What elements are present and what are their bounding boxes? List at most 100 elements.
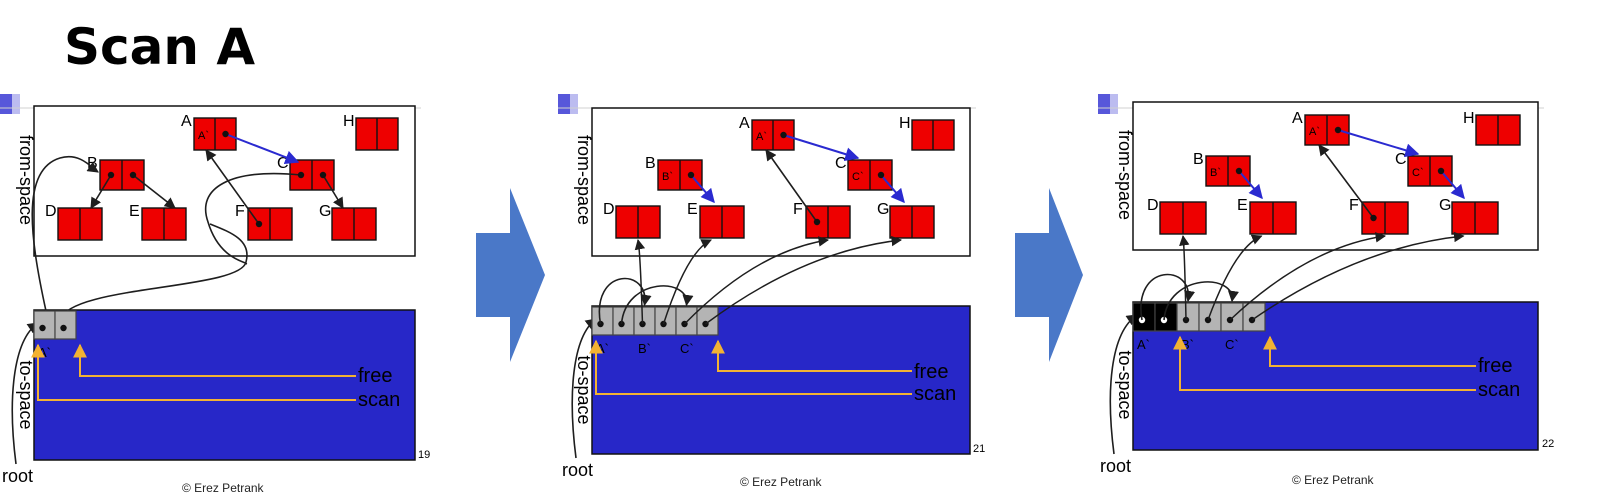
- object-letter: B: [645, 155, 656, 172]
- to-space-cell-label: A`: [1137, 337, 1150, 352]
- object-letter: F: [793, 201, 803, 218]
- object-letter: C: [1395, 151, 1407, 168]
- to-space-cell-label: B`: [1181, 337, 1194, 352]
- forwarding-label: A`: [198, 130, 209, 142]
- right-arrow-icon: [476, 188, 545, 362]
- object-a: A A`: [1292, 110, 1350, 146]
- object-letter: G: [319, 203, 331, 220]
- to-space-cells: A` B` C`: [1132, 302, 1266, 352]
- object-letter: F: [235, 203, 245, 220]
- to-space-region: [33, 309, 416, 461]
- root-pointer: [1109, 314, 1138, 455]
- object-g: G: [1439, 197, 1499, 235]
- page-number: 19: [418, 449, 430, 461]
- root-pointer: [571, 318, 597, 459]
- to-space-label: to-space: [1115, 350, 1135, 419]
- free-label: free: [1478, 355, 1512, 377]
- object-c: C C`: [835, 155, 893, 191]
- from-space-label: from-space: [16, 135, 36, 225]
- object-letter: E: [1237, 197, 1248, 214]
- object-letter: A: [1292, 110, 1303, 127]
- object-e: E: [129, 203, 187, 241]
- object-h: H: [899, 115, 955, 151]
- from-space-label: from-space: [574, 135, 594, 225]
- object-e: E: [687, 201, 745, 239]
- forwarding-label: A`: [1309, 126, 1320, 138]
- object-a: A A`: [739, 115, 795, 151]
- root-label: root: [2, 466, 33, 486]
- object-f: F: [1349, 197, 1409, 235]
- forwarding-label: C`: [1412, 167, 1424, 179]
- root-label: root: [562, 460, 593, 480]
- object-letter: F: [1349, 197, 1359, 214]
- to-space-cell-label: A`: [38, 345, 51, 360]
- object-letter: G: [1439, 197, 1451, 214]
- object-letter: H: [343, 113, 355, 130]
- to-space-cell-label: C`: [1225, 337, 1239, 352]
- forwarding-label: A`: [756, 131, 767, 143]
- object-letter: E: [687, 201, 698, 218]
- forwarding-label: C`: [852, 171, 864, 183]
- pointer-edges: [687, 131, 905, 226]
- to-space-cell-label: B`: [638, 341, 651, 356]
- object-letter: A: [181, 113, 192, 130]
- from-space-label: from-space: [1115, 130, 1135, 220]
- to-space-pointers: [598, 235, 903, 325]
- object-b: B B`: [645, 155, 703, 191]
- object-letter: C: [277, 155, 289, 172]
- object-d: D: [603, 201, 661, 239]
- object-letter: H: [899, 115, 911, 132]
- from-space-objects: A A` BB` C C` D E F G H: [1147, 110, 1521, 235]
- free-label: free: [914, 361, 948, 383]
- free-scan-pointers: [31, 343, 356, 401]
- object-letter: H: [1463, 110, 1475, 127]
- object-letter: D: [603, 201, 615, 218]
- to-space-pointers: [1140, 231, 1465, 321]
- to-space-label: to-space: [574, 355, 594, 424]
- scan-label: scan: [914, 383, 956, 405]
- to-space-cell-label: C`: [680, 341, 694, 356]
- to-space-cells: A` B` C`: [591, 306, 719, 356]
- to-space-object-1: A`: [1132, 302, 1178, 352]
- object-h: H: [343, 113, 399, 151]
- root-pointer: [11, 322, 39, 465]
- object-d: D: [1147, 197, 1207, 235]
- root-label: root: [1100, 456, 1131, 476]
- free-scan-pointers: [1173, 335, 1476, 391]
- object-f: F: [793, 201, 851, 239]
- to-space-object-2: B`: [633, 306, 677, 356]
- object-g: G: [319, 203, 377, 241]
- forwarding-label: B`: [662, 171, 673, 183]
- object-letter: G: [877, 201, 889, 218]
- object-e: E: [1237, 197, 1297, 235]
- to-space-object-1: A`: [591, 306, 635, 356]
- page-number: 22: [1542, 438, 1554, 450]
- object-letter: E: [129, 203, 140, 220]
- page-title: Scan A: [64, 18, 256, 76]
- page-number: 21: [973, 443, 985, 455]
- object-g: G: [877, 201, 935, 239]
- object-letter: A: [739, 115, 750, 132]
- to-space-label: to-space: [16, 360, 36, 429]
- object-letter: C: [835, 155, 847, 172]
- object-h: H: [1463, 110, 1521, 146]
- pointer-edges: [1235, 126, 1465, 222]
- from-space-objects: A A` B B` C C` D E F G H: [603, 115, 955, 239]
- pointer-edges: [31, 130, 344, 321]
- copyright: © Erez Petrank: [1292, 473, 1375, 487]
- free-label: free: [358, 365, 392, 387]
- to-space-cell-label: A`: [596, 341, 609, 356]
- object-letter: D: [1147, 197, 1159, 214]
- copyright: © Erez Petrank: [182, 481, 265, 495]
- object-d: D: [45, 203, 103, 241]
- object-f: F: [235, 203, 293, 241]
- forwarding-label: B`: [1210, 167, 1221, 179]
- object-b: BB`: [1193, 151, 1251, 187]
- scan-label: scan: [1478, 379, 1520, 401]
- object-letter: D: [45, 203, 57, 220]
- copyright: © Erez Petrank: [740, 475, 823, 489]
